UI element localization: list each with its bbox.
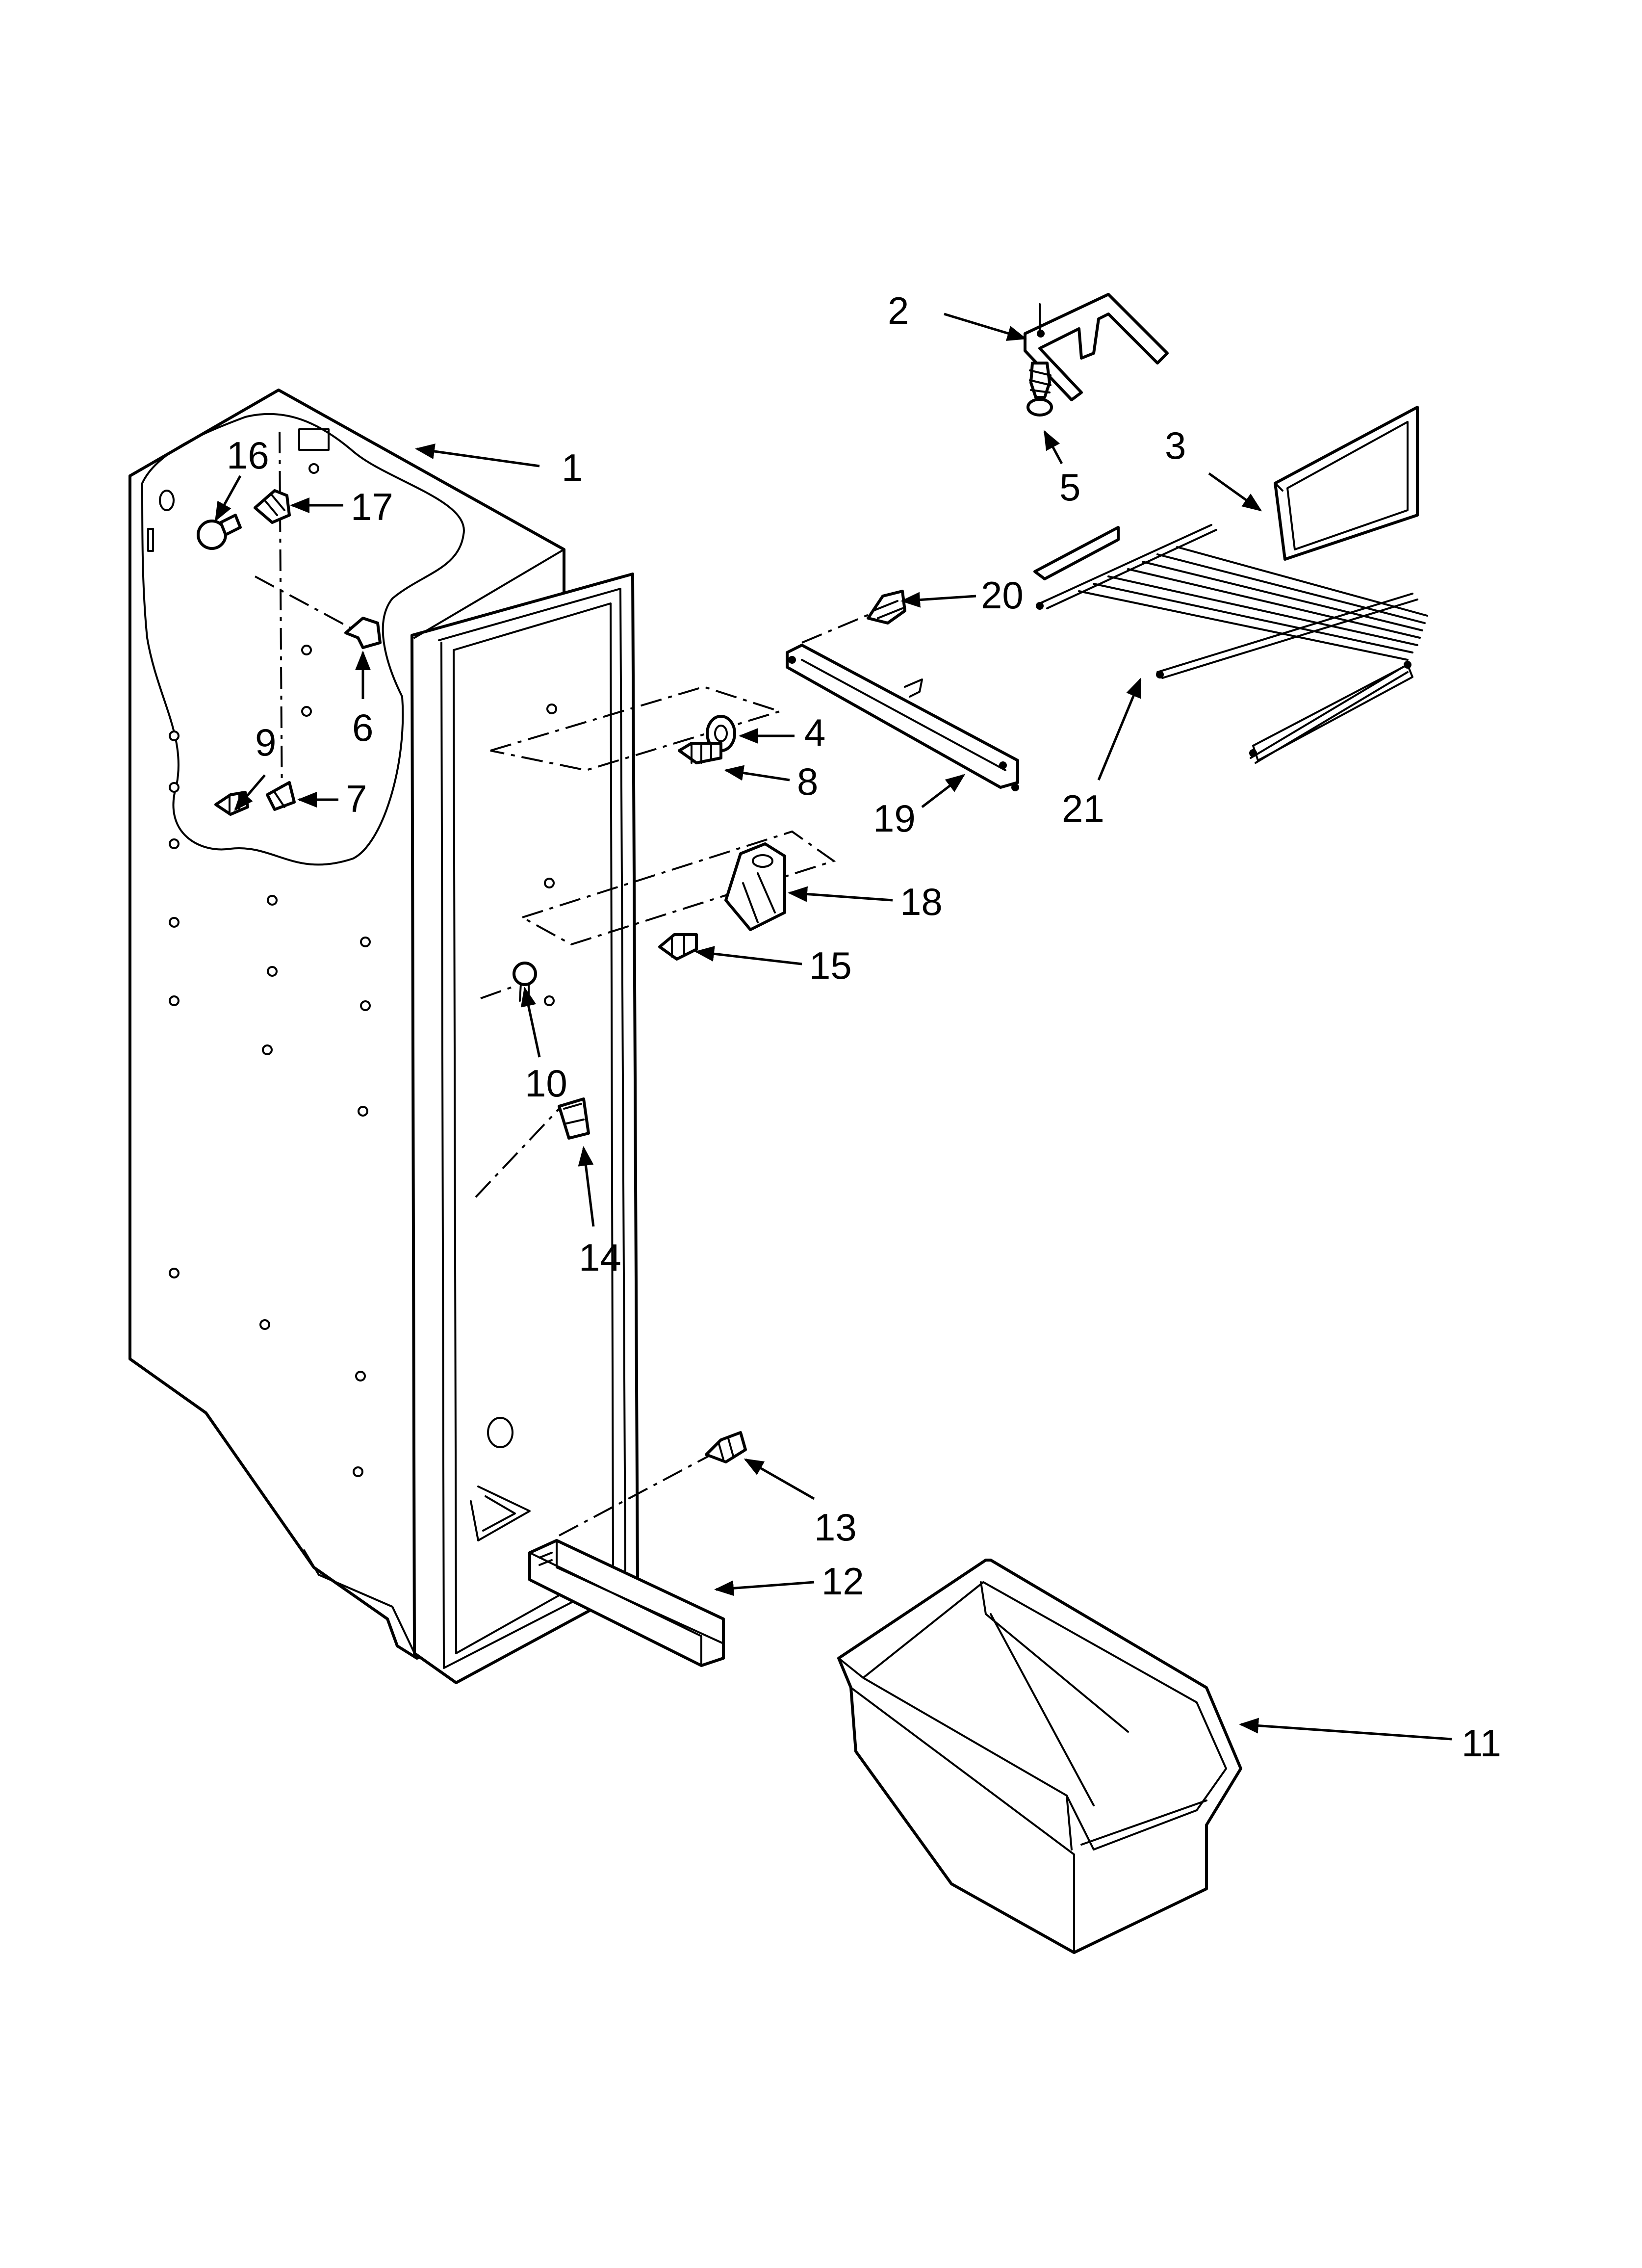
callout-19: 19 bbox=[873, 797, 916, 840]
bracket-screw bbox=[1026, 362, 1053, 417]
callout-17: 17 bbox=[351, 485, 393, 528]
support-screw bbox=[658, 933, 698, 961]
liner-clip bbox=[558, 1097, 590, 1140]
light-socket bbox=[254, 489, 291, 524]
liner-side-holes bbox=[169, 463, 371, 1477]
callout-16: 16 bbox=[227, 434, 269, 477]
bottom-trim bbox=[528, 1539, 725, 1667]
rail-screw bbox=[867, 590, 906, 625]
callout-labels: 1 2 3 4 5 6 7 8 9 10 11 12 13 14 15 16 1… bbox=[227, 289, 1501, 1765]
shelf-support bbox=[724, 842, 786, 931]
callout-5: 5 bbox=[1059, 466, 1080, 509]
callout-9: 9 bbox=[255, 721, 276, 764]
callout-11: 11 bbox=[1462, 1721, 1501, 1765]
callout-12: 12 bbox=[821, 1560, 864, 1603]
callout-1: 1 bbox=[562, 446, 583, 489]
callout-15: 15 bbox=[809, 944, 852, 987]
callout-8: 8 bbox=[797, 760, 818, 803]
shelf-bracket bbox=[1024, 293, 1169, 401]
callout-13: 13 bbox=[814, 1506, 857, 1549]
shelf-rail bbox=[786, 644, 1019, 791]
freezer-liner bbox=[128, 389, 639, 1684]
callout-18: 18 bbox=[900, 880, 943, 923]
callout-7: 7 bbox=[346, 777, 367, 820]
callout-4: 4 bbox=[804, 711, 825, 754]
ice-bin bbox=[837, 1559, 1242, 1954]
callout-20: 20 bbox=[981, 574, 1024, 617]
shelf-front-trim bbox=[1274, 406, 1419, 561]
callout-10: 10 bbox=[525, 1062, 567, 1105]
wire-shelf bbox=[1033, 524, 1428, 764]
shelf-screw bbox=[678, 742, 722, 764]
leader-lines bbox=[214, 313, 1452, 1741]
liner-screw bbox=[513, 962, 537, 1002]
callout-14: 14 bbox=[579, 1236, 621, 1279]
clip-7 bbox=[266, 781, 296, 811]
callout-6: 6 bbox=[352, 706, 373, 749]
callout-2: 2 bbox=[888, 289, 909, 332]
light-clip bbox=[344, 617, 382, 649]
callout-3: 3 bbox=[1165, 424, 1186, 467]
screw-13 bbox=[705, 1431, 747, 1463]
callout-21: 21 bbox=[1062, 787, 1104, 830]
